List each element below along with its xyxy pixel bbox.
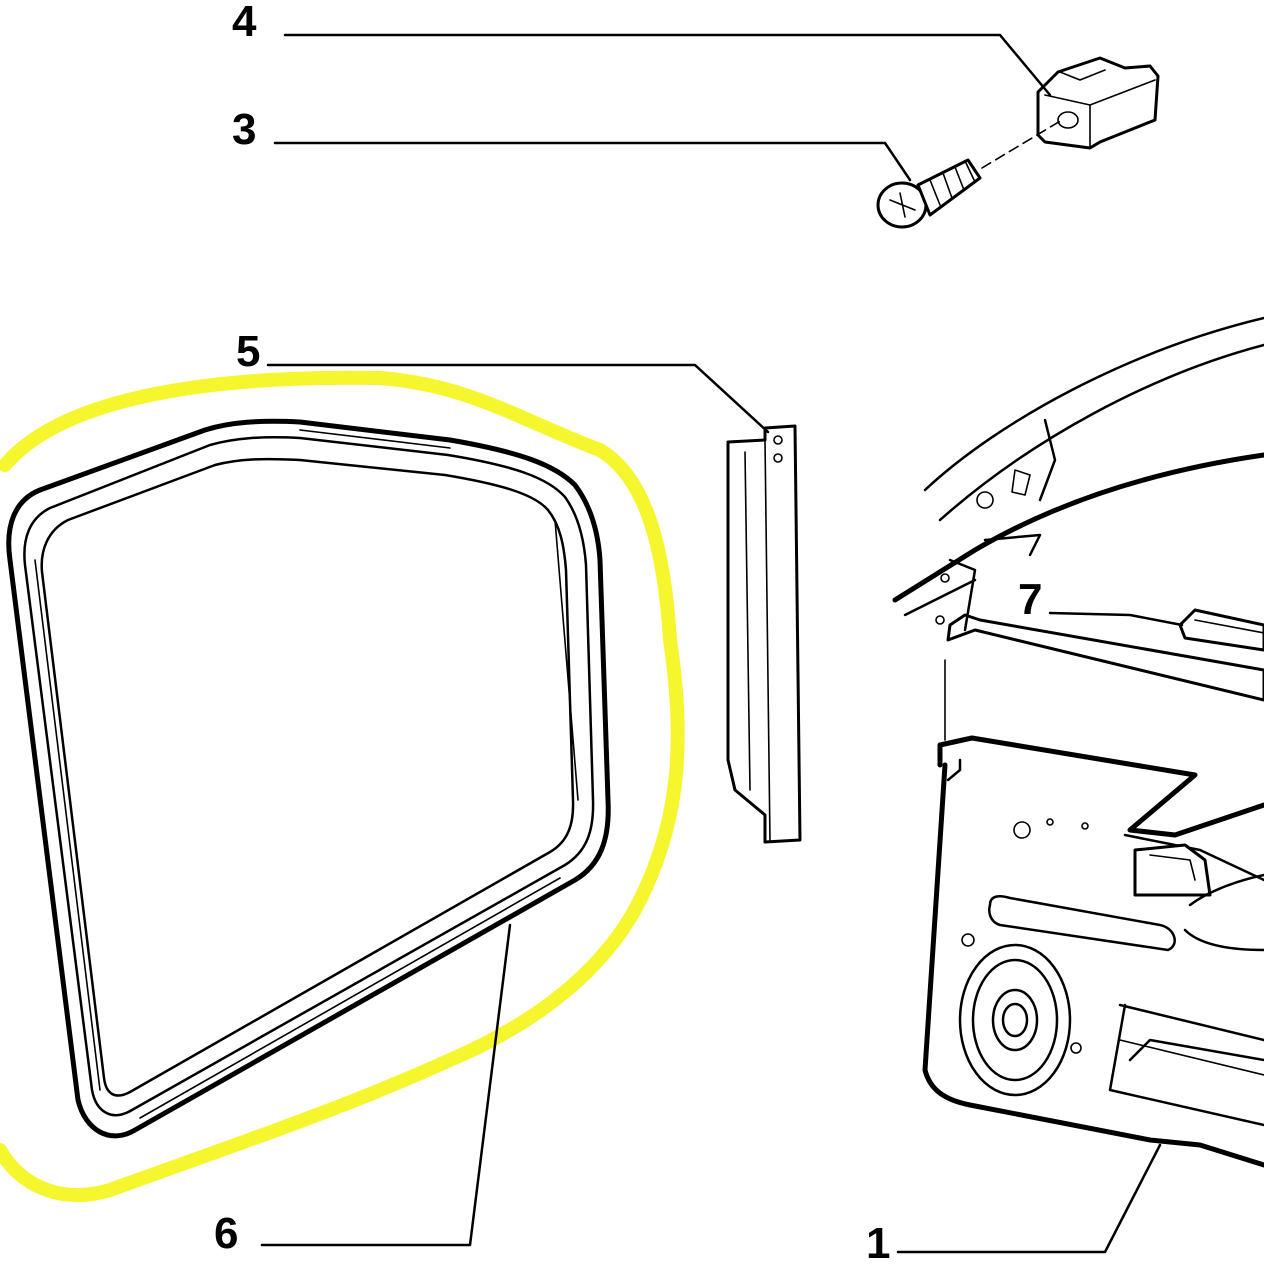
window-seal-part-6: [6, 418, 611, 1139]
callout-6: 6: [214, 1209, 239, 1258]
part-7-element: [1178, 608, 1264, 652]
leader-6: [260, 923, 512, 1247]
highlight-ring-part-6: [0, 370, 685, 1202]
retaining-clip-part-4: [1036, 56, 1160, 150]
callout-3: 3: [232, 105, 257, 154]
leader-1: [896, 1143, 1162, 1254]
leader-lines: [260, 33, 1184, 1254]
door-panel-part-1: [892, 316, 1264, 1168]
callout-1: 1: [866, 1219, 891, 1268]
leader-3: [273, 141, 912, 182]
glass-channel-part-5: [726, 424, 802, 844]
leader-4: [283, 33, 1052, 97]
callout-5: 5: [236, 327, 261, 376]
leader-7: [1048, 611, 1184, 627]
leader-5: [266, 363, 770, 434]
callout-7: 7: [1018, 575, 1043, 624]
callout-4: 4: [232, 0, 257, 46]
screw-part-3: [876, 119, 1063, 229]
